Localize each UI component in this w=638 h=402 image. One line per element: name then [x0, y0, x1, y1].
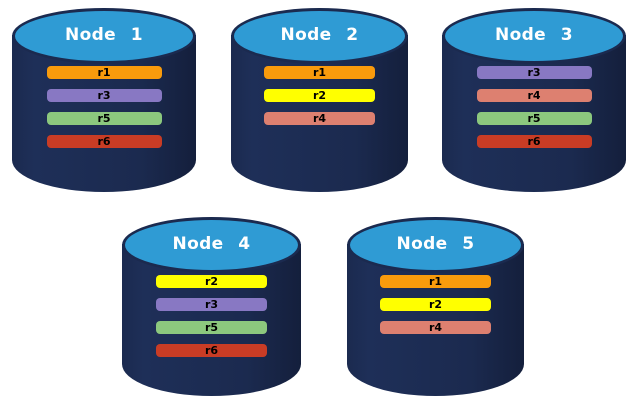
replica-bar: r1: [264, 66, 375, 79]
replica-bar: r4: [476, 89, 592, 102]
node-title: Node 4: [172, 234, 251, 254]
replica-bar: r6: [46, 135, 162, 148]
replica-bar: r2: [380, 298, 491, 311]
node-1-cylinder: Node 1 r1 r3 r5 r6: [12, 8, 196, 192]
replica-bar: r5: [155, 321, 268, 334]
node-title: Node 2: [280, 25, 359, 45]
replica-bar: r4: [264, 112, 375, 125]
node-4-cylinder: Node 4 r2 r3 r5 r6: [122, 217, 301, 396]
node-3-cylinder: Node 3 r3 r4 r5 r6: [442, 8, 626, 192]
node-4-replica-list: r2 r3 r5 r6: [122, 275, 301, 357]
node-5-cylinder: Node 5 r1 r2 r4: [347, 217, 524, 396]
node-title: Node 5: [396, 234, 475, 254]
replica-bar: r6: [155, 344, 268, 357]
node-2-cylinder: Node 2 r1 r2 r4: [231, 8, 408, 192]
replica-bar: r2: [155, 275, 268, 288]
database-cylinder-top: Node 1: [12, 8, 196, 64]
replica-bar: r1: [46, 66, 162, 79]
database-cylinder-top: Node 2: [231, 8, 408, 64]
replica-bar: r6: [476, 135, 592, 148]
replica-bar: r2: [264, 89, 375, 102]
replica-bar: r5: [476, 112, 592, 125]
replica-bar: r3: [155, 298, 268, 311]
database-cylinder-top: Node 5: [347, 217, 524, 273]
node-5-replica-list: r1 r2 r4: [347, 275, 524, 334]
node-title: Node 1: [65, 25, 143, 45]
database-cylinder-top: Node 3: [442, 8, 626, 64]
replica-bar: r3: [46, 89, 162, 102]
node-2-replica-list: r1 r2 r4: [231, 66, 408, 125]
node-3-replica-list: r3 r4 r5 r6: [442, 66, 626, 148]
replica-bar: r4: [380, 321, 491, 334]
node-title: Node 3: [495, 25, 573, 45]
replica-bar: r3: [476, 66, 592, 79]
node-1-replica-list: r1 r3 r5 r6: [12, 66, 196, 148]
replica-bar: r1: [380, 275, 491, 288]
replica-bar: r5: [46, 112, 162, 125]
database-cylinder-top: Node 4: [122, 217, 301, 273]
